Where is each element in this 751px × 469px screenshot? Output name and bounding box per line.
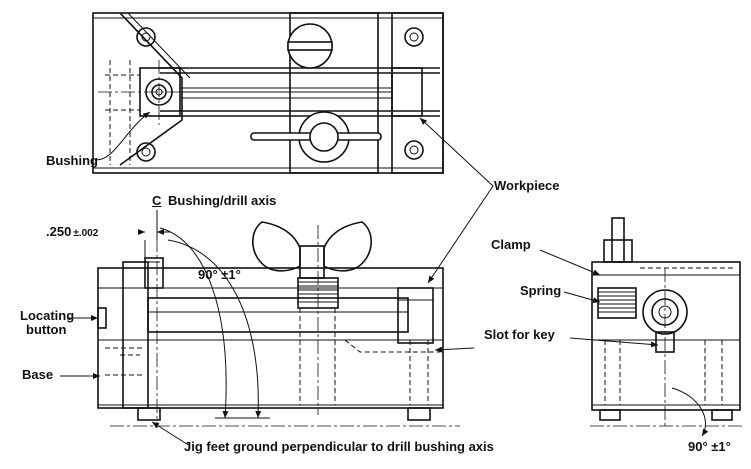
dimension-250: .250±.002 [46, 225, 98, 241]
front-view [97, 215, 460, 428]
label-locating-button-line2: button [26, 322, 67, 337]
label-angle-main: 90° ±1° [198, 267, 241, 282]
label-centerline-symbol: C [152, 193, 162, 208]
label-bushing-drill-axis: Bushing/drill axis [168, 193, 277, 208]
label-clamp: Clamp [491, 237, 531, 252]
label-angle-side: 90° ±1° [688, 439, 731, 454]
label-bushing: Bushing [46, 153, 98, 168]
label-slot-for-key: Slot for key [484, 327, 555, 342]
label-base: Base [22, 367, 54, 382]
label-locating-button-line1: Locating [20, 308, 75, 323]
annotations [60, 111, 709, 447]
side-view [590, 217, 745, 428]
dimension-250-value: .250 [46, 224, 72, 239]
label-spring: Spring [520, 283, 562, 298]
label-workpiece: Workpiece [494, 178, 560, 193]
label-jig-feet-note: Jig feet ground perpendicular to drill b… [184, 439, 494, 454]
dimension-250-tolerance: ±.002 [73, 228, 99, 239]
top-view [92, 12, 444, 174]
